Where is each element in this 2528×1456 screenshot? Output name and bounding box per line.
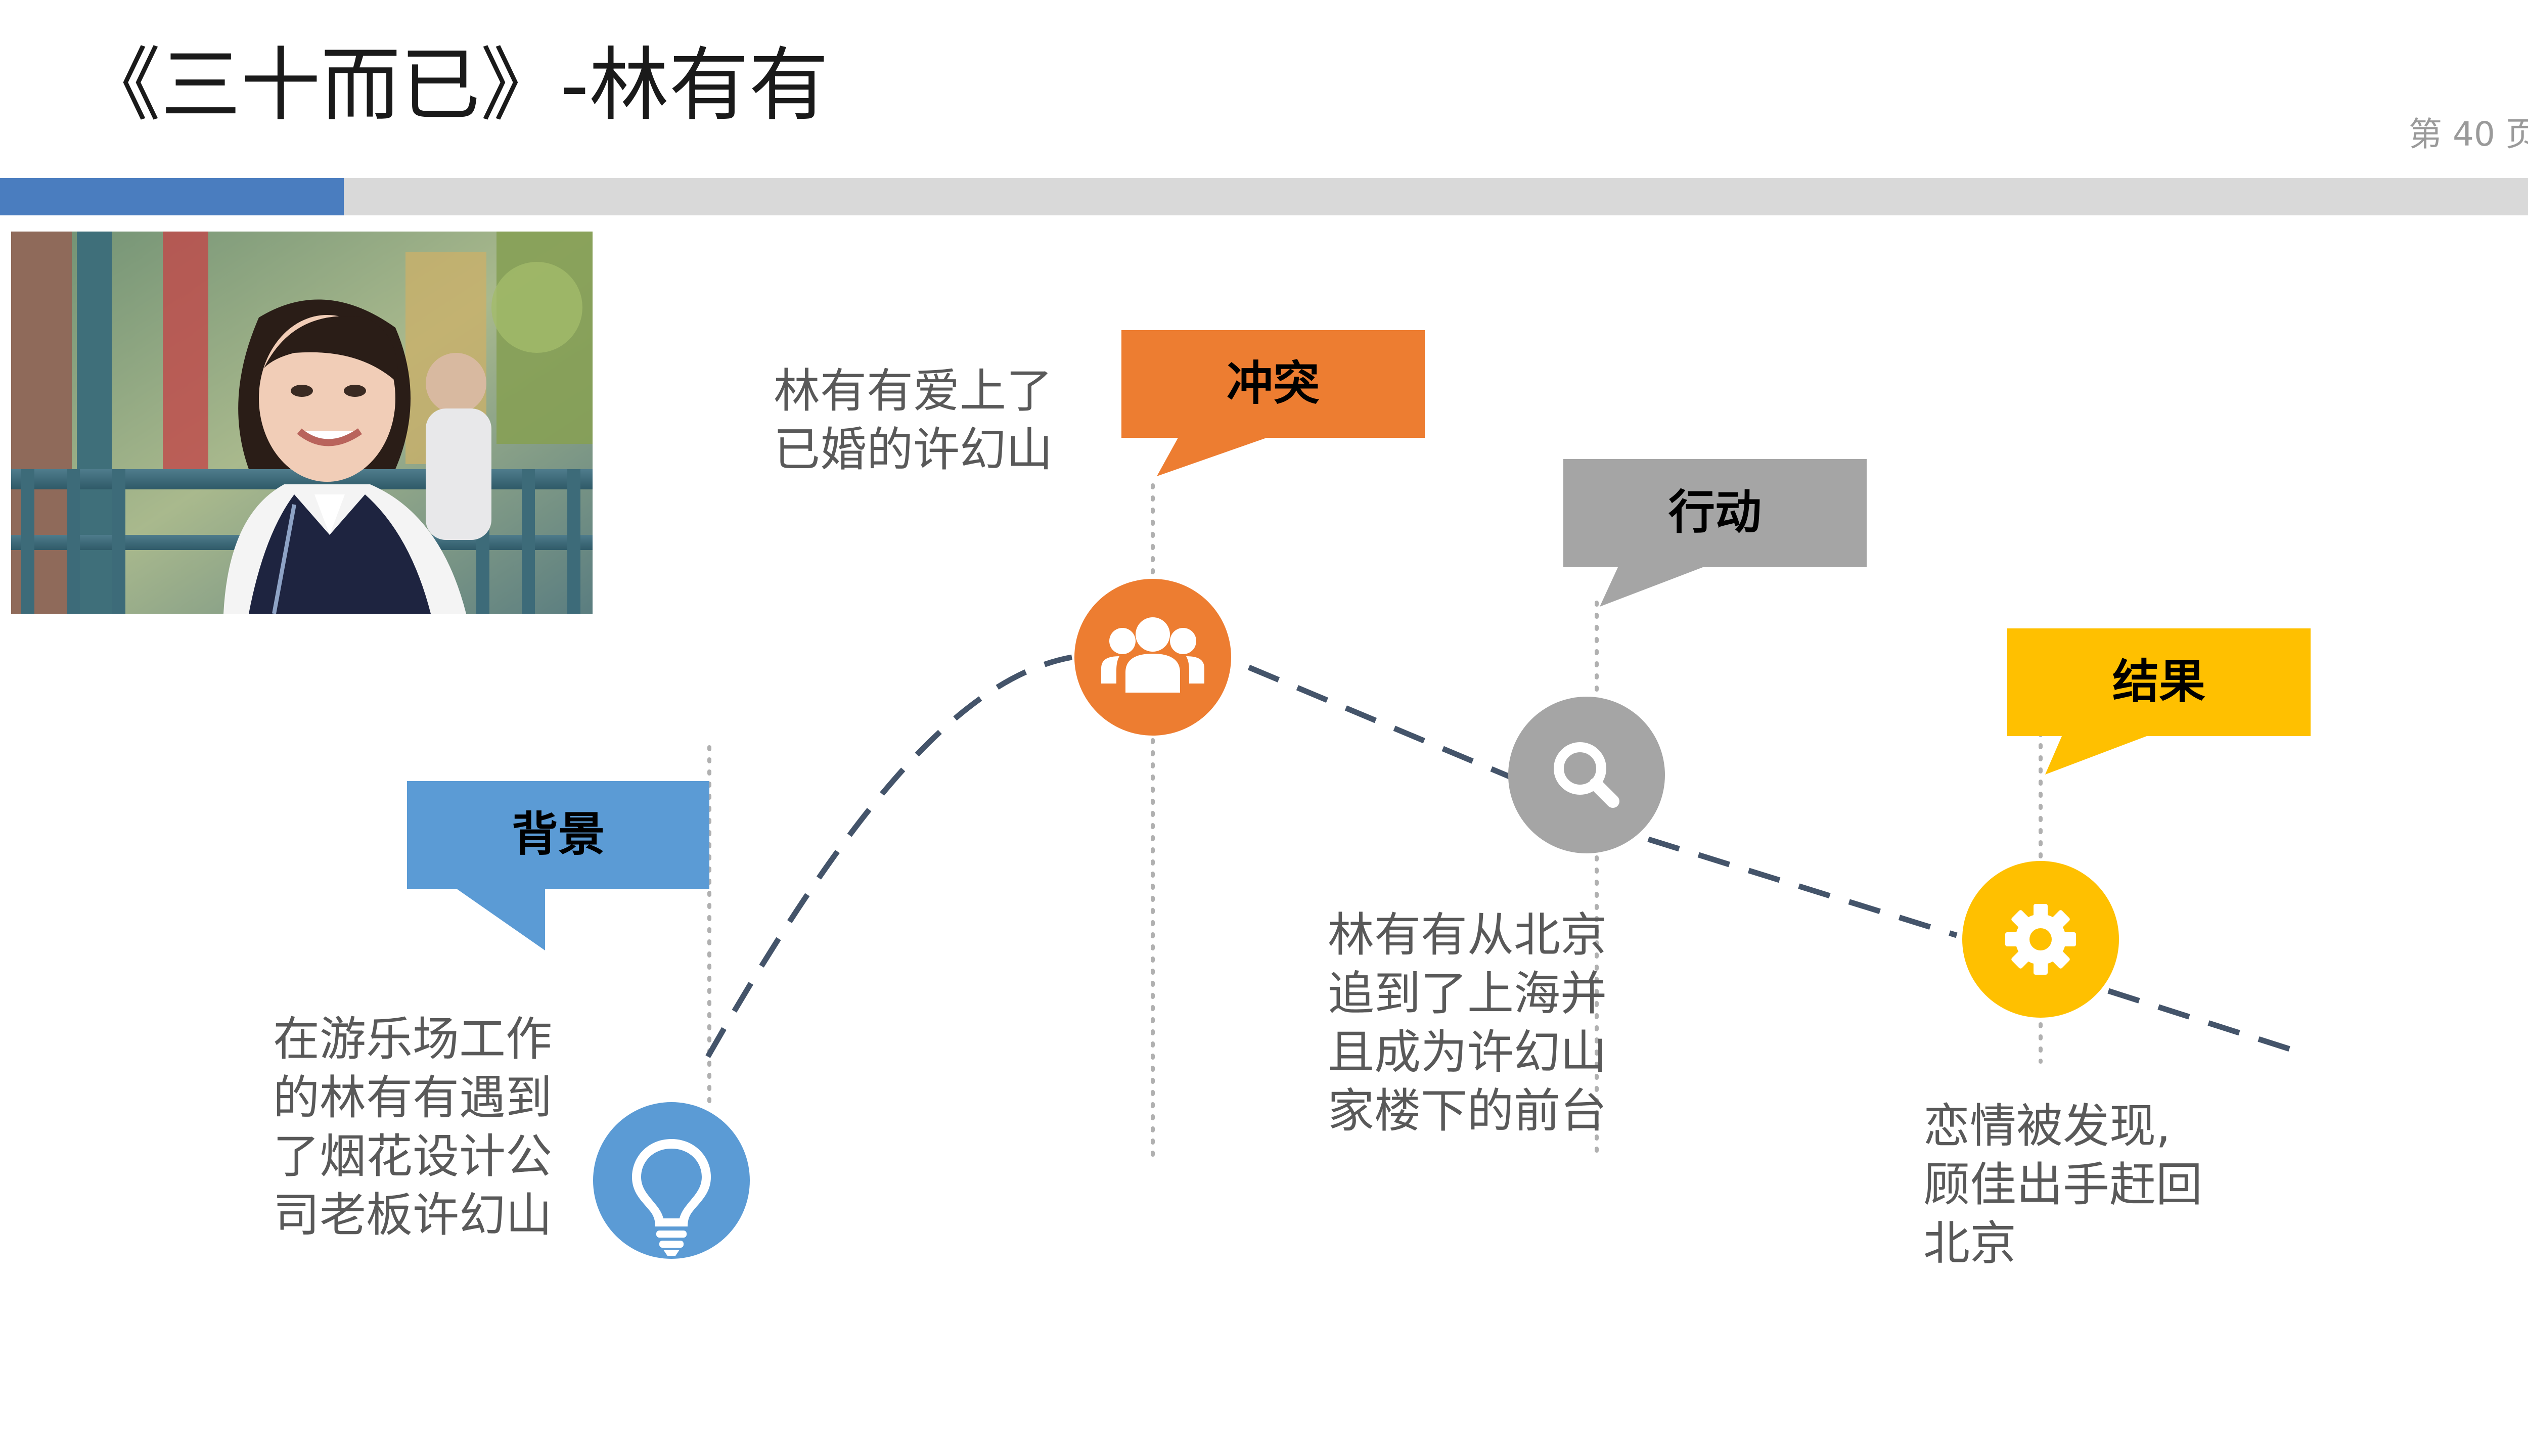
character-photo	[11, 232, 593, 614]
callout-result: 结果	[2007, 628, 2311, 775]
page-number: 第 40 页	[2409, 115, 2528, 154]
description-line: 已婚的许幻山	[774, 423, 1053, 477]
description-line: 北京	[1923, 1216, 2017, 1270]
description-line: 林有有从北京	[1328, 908, 1607, 962]
story-arc-curve	[705, 654, 2307, 1058]
lightbulb-icon	[632, 1139, 711, 1256]
description-line: 追到了上海并	[1328, 967, 1607, 1021]
description-line: 林有有爱上了	[774, 364, 1053, 418]
description-background: 在游乐场工作 的林有有遇到 了烟花设计公 司老板许幻山	[273, 1010, 552, 1245]
stage-node-background	[593, 1102, 750, 1259]
description-conflict: 林有有爱上了 已婚的许幻山	[774, 362, 1053, 479]
description-line: 恋情被发现,	[1923, 1099, 2171, 1153]
callout-label-conflict: 冲突	[1227, 356, 1320, 411]
description-line: 司老板许幻山	[273, 1188, 553, 1242]
description-result: 恋情被发现, 顾佳出手赶回 北京	[1923, 1097, 2202, 1273]
description-action: 林有有从北京 追到了上海并 且成为许幻山 家楼下的前台	[1328, 906, 1607, 1141]
people-icon	[1101, 617, 1204, 693]
stage-node-conflict	[1074, 579, 1231, 736]
description-line: 了烟花设计公	[273, 1129, 553, 1184]
photo-of-woman-smiling	[11, 232, 593, 614]
header-bar	[0, 178, 2528, 215]
callout-conflict: 冲突	[1121, 330, 1425, 476]
callout-background: 背景	[407, 781, 709, 950]
description-line: 且成为许幻山	[1328, 1025, 1607, 1079]
stage-node-action	[1508, 697, 1665, 853]
header-bar-accent	[0, 178, 344, 215]
description-line: 家楼下的前台	[1328, 1084, 1607, 1138]
stage-node-result	[1962, 861, 2119, 1018]
slide-title: 《三十而已》-林有有	[81, 39, 829, 132]
callout-label-result: 结果	[2112, 655, 2205, 709]
gear-icon	[2005, 904, 2076, 975]
callout-label-action: 行动	[1668, 485, 1762, 539]
description-line: 的林有有遇到	[273, 1071, 553, 1125]
search-icon	[1554, 742, 1619, 808]
callout-action: 行动	[1563, 459, 1867, 607]
callout-label-background: 背景	[512, 807, 605, 861]
description-line: 顾佳出手赶回	[1923, 1158, 2203, 1212]
description-line: 在游乐场工作	[273, 1012, 553, 1066]
